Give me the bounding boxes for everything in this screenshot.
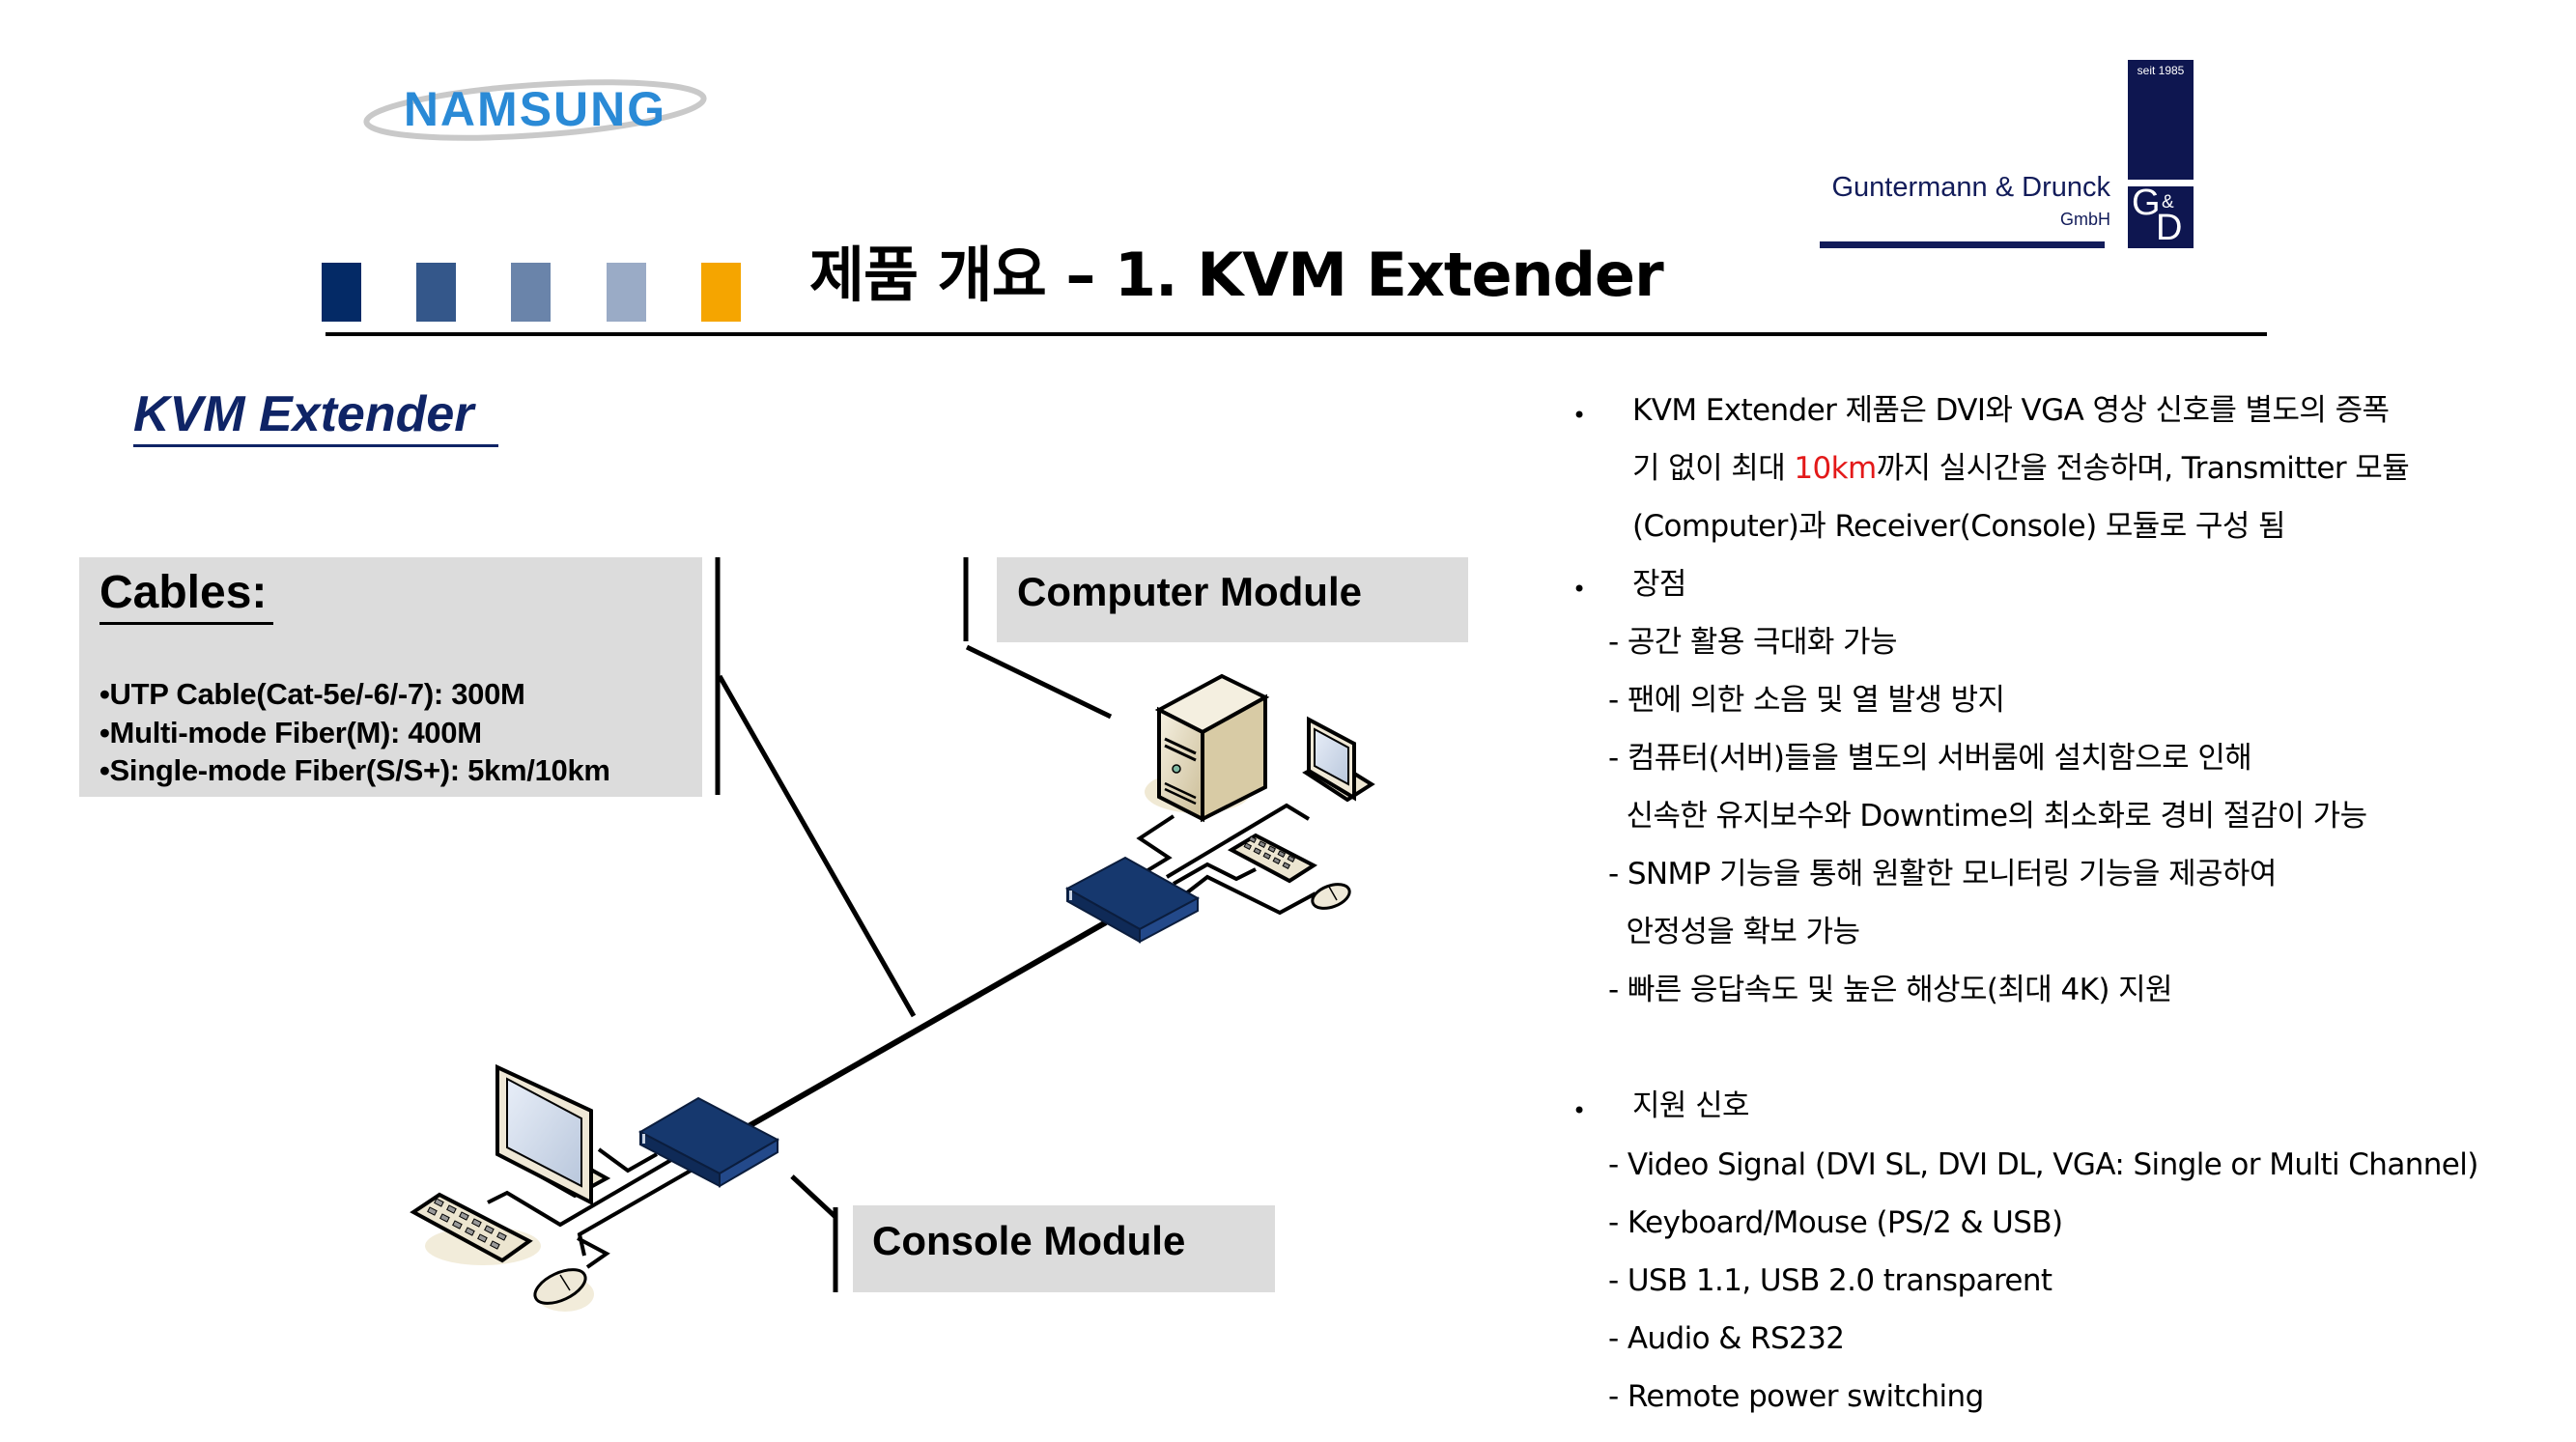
gd-since-label: seit 1985 [2137, 64, 2185, 77]
callout-lines [715, 557, 1113, 1292]
gd-mark-g: G [2132, 183, 2161, 223]
console-keyboard-cable [487, 1155, 678, 1228]
overview-line-2: 기 없이 최대 10km까지 실시간을 전송하며, Transmitter 모듈 [1632, 451, 2410, 487]
console-mouse-cable-b [577, 1236, 610, 1269]
extender-link-cable [740, 919, 1108, 1133]
advantage-item: - 컴퓨터(서버)들을 별도의 서버룸에 설치함으로 인해 [1608, 741, 2252, 776]
cables-title: Cables: [99, 567, 268, 618]
console-side-group [410, 1063, 780, 1312]
overview-text: KVM Extender 제품은 DVI와 VGA 영상 신호를 별도의 증폭 [1632, 393, 2390, 428]
title-divider [326, 332, 2267, 336]
gd-mark-ampersand: & [2162, 192, 2174, 212]
title-square-3 [511, 263, 551, 322]
computer-module-box [997, 557, 1468, 642]
title-square-1 [322, 263, 361, 322]
section-heading-underline [133, 444, 498, 447]
overview-text: 까지 실시간을 전송하며, Transmitter 모듈 [1876, 451, 2410, 486]
advantage-item: - 팬에 의한 소음 및 열 발생 방지 [1608, 683, 2005, 718]
computer-side-group [1064, 673, 1375, 944]
cables-box [79, 557, 702, 797]
monitor-cable [1165, 803, 1311, 879]
title-square-5 [701, 263, 741, 322]
gd-logo-column [2128, 60, 2194, 180]
distance-highlight: 10km [1794, 451, 1877, 486]
kvm-extender-unit-icon [637, 1096, 780, 1188]
console-callout-diagonal [790, 1174, 837, 1219]
cable-item: •Multi-mode Fiber(M): 400M [99, 716, 482, 749]
mouse-cable [1184, 874, 1316, 916]
keyboard-icon [410, 1192, 541, 1265]
advantages-heading: 장점 [1632, 567, 1686, 602]
advantage-item: - 빠른 응답속도 및 높은 해상도(최대 4K) 지원 [1608, 973, 2173, 1007]
console-monitor-cable [597, 1147, 658, 1173]
computer-module-label: Computer Module [1017, 569, 1362, 614]
namsung-logo-graphic: NAMSUNG [363, 79, 707, 141]
server-cable [1136, 814, 1175, 876]
server-tower-icon [1145, 673, 1270, 823]
section-heading: KVM Extender [133, 386, 474, 442]
bullet-marker: • [1572, 576, 1587, 603]
advantage-item: - 공간 활용 극대화 가능 [1608, 625, 1897, 660]
computer-callout-diagonal [965, 644, 1113, 720]
advantage-item: 신속한 유지보수와 Downtime의 최소화로 경비 절감이 가능 [1608, 799, 2368, 834]
keyboard-cable [1173, 862, 1257, 886]
mouse-icon [533, 1268, 594, 1312]
cables-title-underline [99, 622, 273, 625]
gd-company-name: Guntermann & Drunck [1831, 172, 2110, 203]
bullet-marker: • [1572, 402, 1587, 429]
signal-item: - Remote power switching [1608, 1379, 1984, 1414]
overview-text: 기 없이 최대 [1632, 451, 1795, 486]
gd-company-suffix: GmbH [2059, 210, 2110, 229]
kvm-extender-unit-icon [1064, 856, 1201, 944]
page-title: 제품 개요 – 1. KVM Extender [809, 240, 1664, 310]
advantage-item: - SNMP 기능을 통해 원활한 모니터링 기능을 제공하여 [1608, 857, 2277, 891]
cable-item: •Single-mode Fiber(S/S+): 5km/10km [99, 753, 610, 787]
overview-text: (Computer)과 Receiver(Console) 모듈로 구성 됨 [1632, 509, 2286, 544]
keyboard-icon [1227, 833, 1317, 884]
cable-item: •UTP Cable(Cat-5e/-6/-7): 300M [99, 677, 525, 711]
gd-logo-rule [1820, 241, 2105, 248]
signal-item: - Video Signal (DVI SL, DVI DL, VGA: Sin… [1608, 1147, 2478, 1182]
signals-heading: 지원 신호 [1632, 1089, 1750, 1123]
signal-item: - USB 1.1, USB 2.0 transparent [1608, 1263, 2052, 1298]
mouse-icon [1311, 883, 1351, 910]
monitor-icon [495, 1063, 611, 1206]
advantage-item: 안정성을 확보 가능 [1608, 915, 1860, 949]
console-module-label: Console Module [872, 1218, 1186, 1263]
console-module-box [853, 1205, 1275, 1292]
gd-mark-d: D [2156, 208, 2183, 248]
cables-callout-diagonal [717, 674, 917, 1018]
signal-item: - Audio & RS232 [1608, 1321, 1845, 1356]
overview-line-3: (Computer)과 Receiver(Console) 모듈로 구성 됨 [1632, 509, 2286, 545]
namsung-logo: NAMSUNG [359, 60, 712, 152]
console-mouse-cable-a [577, 1169, 692, 1257]
signal-item: - Keyboard/Mouse (PS/2 & USB) [1608, 1205, 2063, 1240]
title-square-2 [416, 263, 456, 322]
gd-logo-mark [2128, 186, 2194, 248]
title-square-4 [607, 263, 646, 322]
overview-line-1: KVM Extender 제품은 DVI와 VGA 영상 신호를 별도의 증폭 [1632, 393, 2390, 429]
monitor-icon [1302, 716, 1375, 803]
namsung-logo-text: NAMSUNG [404, 82, 666, 136]
bullet-marker: • [1572, 1097, 1587, 1124]
